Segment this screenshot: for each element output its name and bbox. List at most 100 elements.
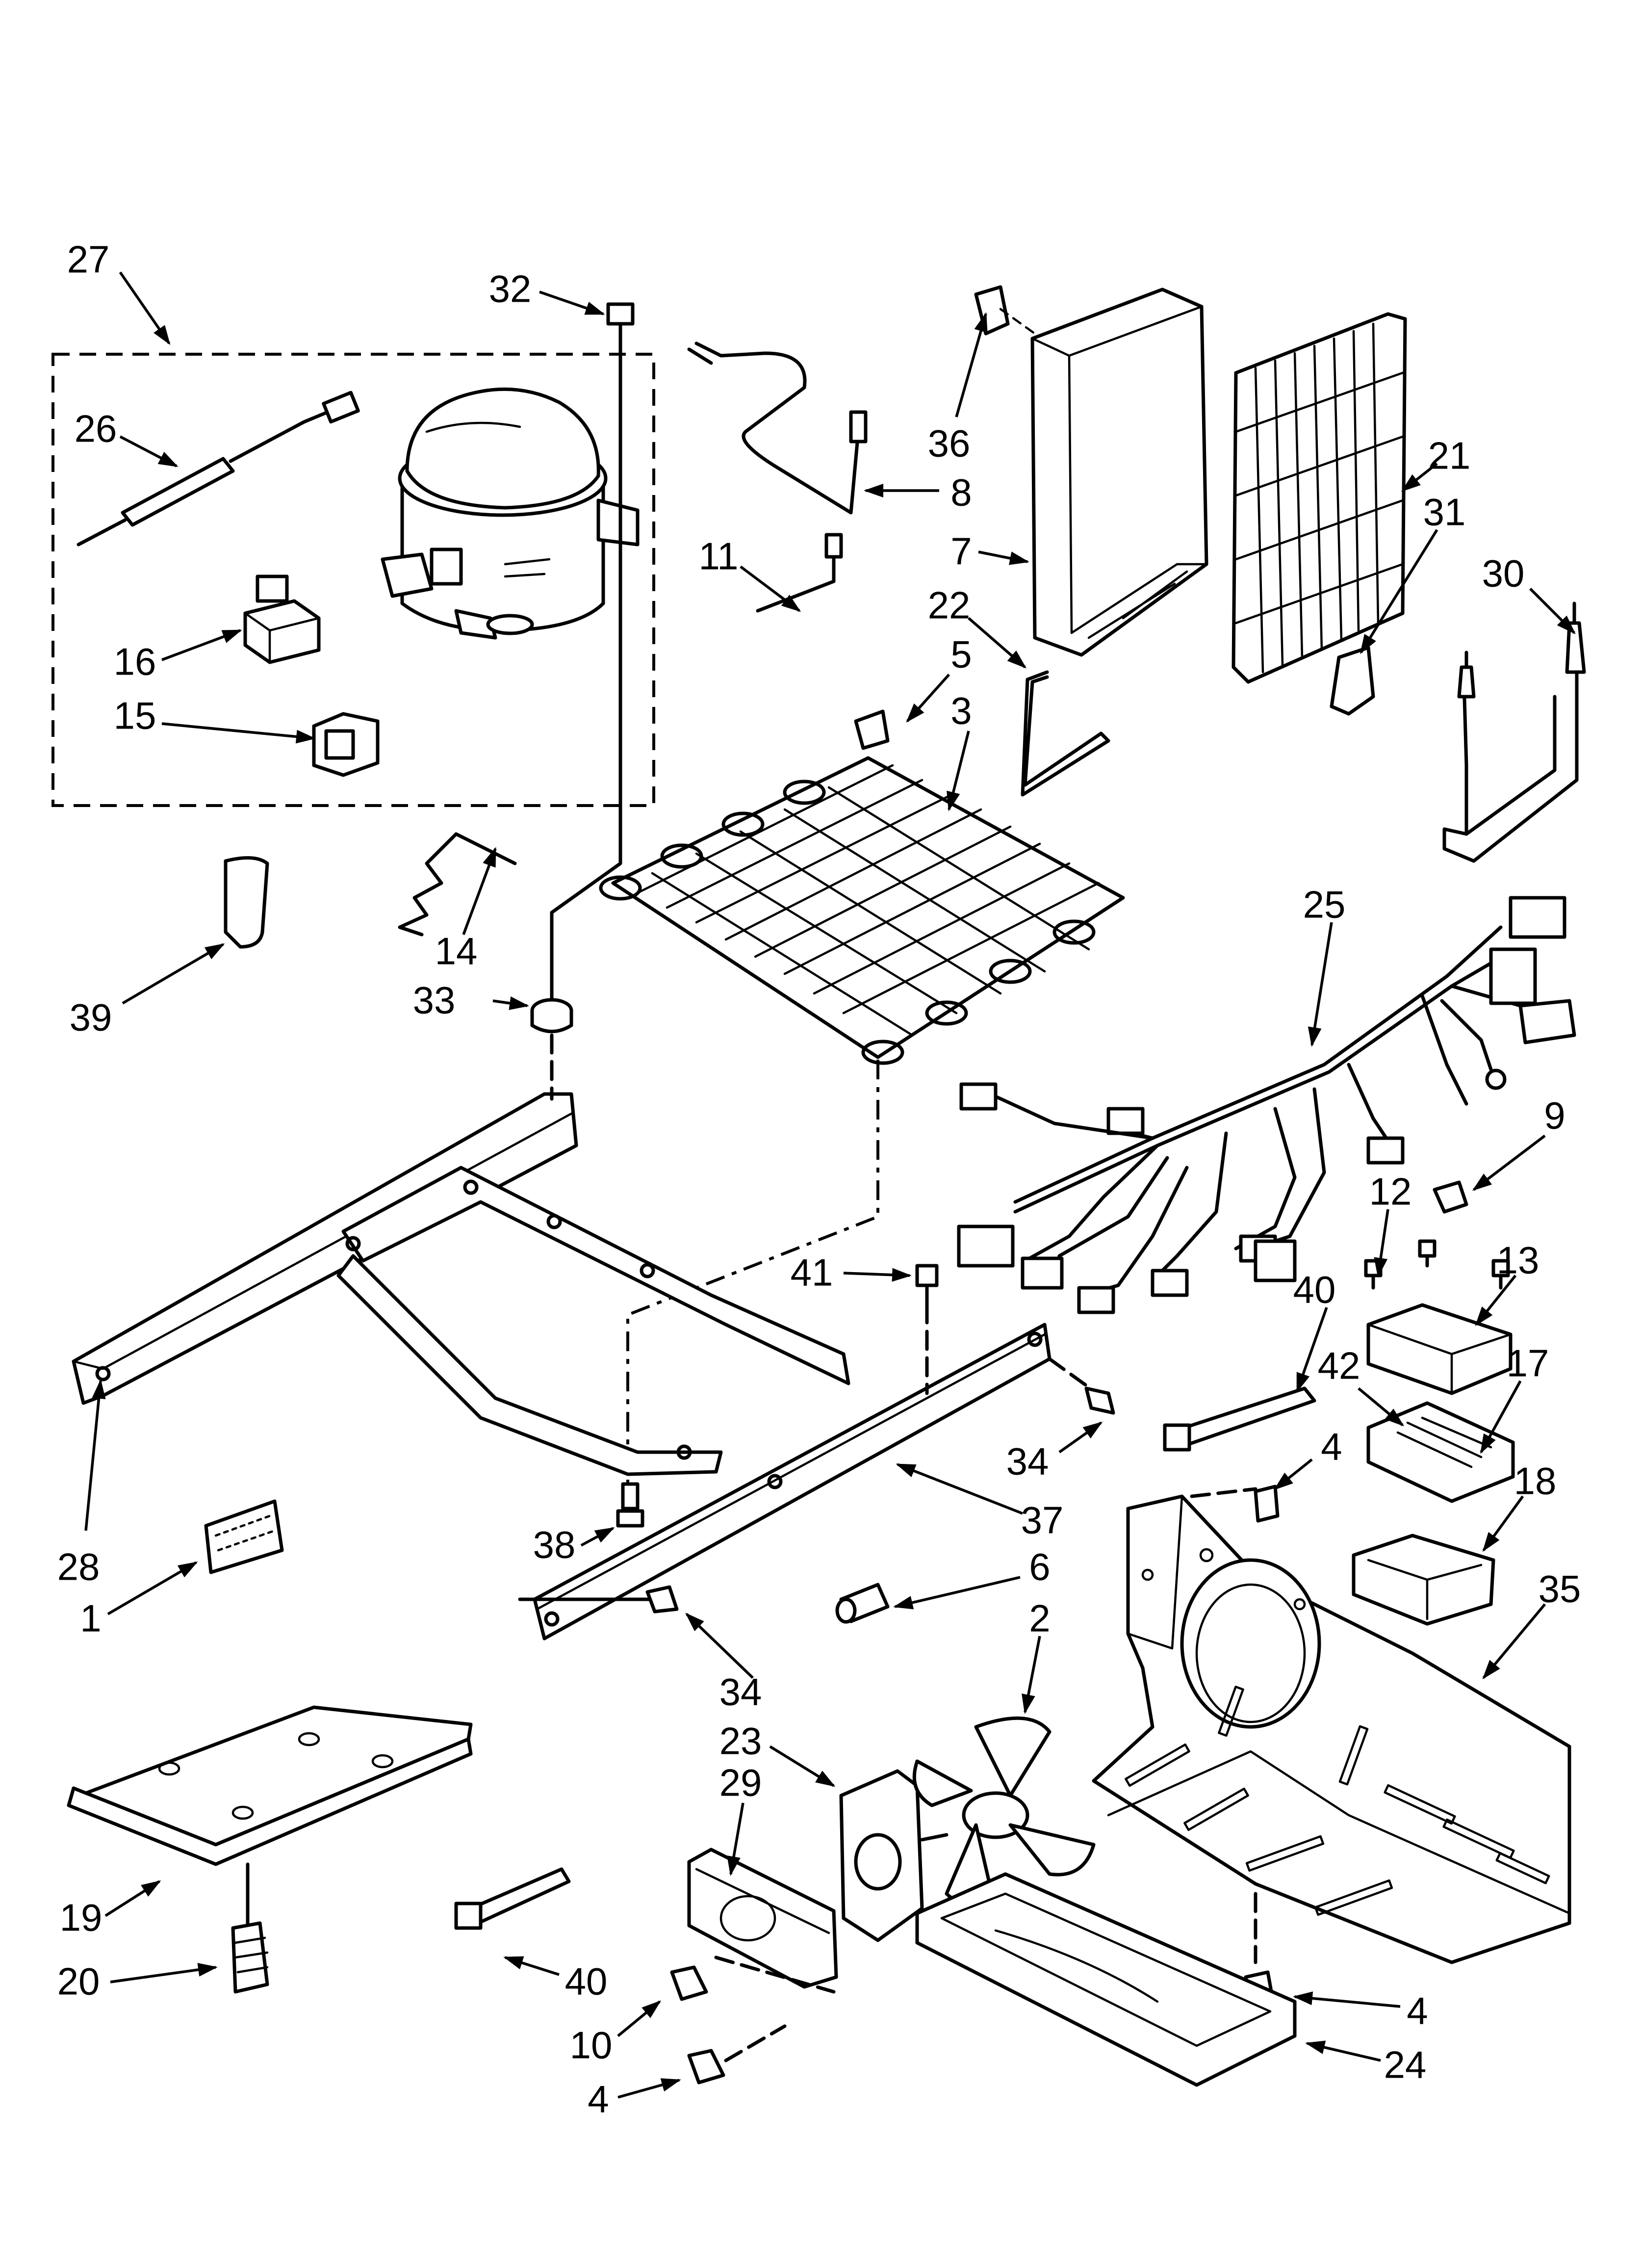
callout-arrow-c16 <box>161 629 242 661</box>
base-frame <box>72 1092 1052 1641</box>
callout-number-c10: 10 <box>570 2024 613 2067</box>
control-cover <box>1366 1303 1513 1395</box>
callout-number-c18: 18 <box>1514 1460 1557 1503</box>
compressor-wire <box>550 341 622 1003</box>
callout-number-c24: 24 <box>1384 2043 1427 2086</box>
callout-number-c40b: 40 <box>565 1960 608 2003</box>
callout-arrow-c38 <box>580 1527 615 1547</box>
callout-arrow-c19 <box>104 1880 161 1917</box>
callout-arrow-c29 <box>727 1802 744 1876</box>
bracket-31 <box>1330 646 1375 716</box>
callout-number-c35: 35 <box>1539 1567 1581 1611</box>
callout-number-c4a: 4 <box>1321 1425 1342 1468</box>
discharge-tube <box>687 341 868 515</box>
callout-arrow-c18 <box>1482 1495 1524 1552</box>
callout-arrow-c4a <box>1273 1458 1313 1490</box>
callout-number-c36: 36 <box>928 422 971 465</box>
callout-number-c3: 3 <box>950 689 972 732</box>
callout-number-c37: 37 <box>1021 1499 1064 1542</box>
callout-number-c42: 42 <box>1318 1344 1360 1387</box>
clip-9 <box>1433 1180 1468 1214</box>
callout-number-c34b: 34 <box>719 1670 762 1714</box>
callout-number-c8: 8 <box>950 471 972 514</box>
screw-32 <box>606 302 635 350</box>
callout-arrow-c20 <box>110 1963 218 1983</box>
callout-number-c20: 20 <box>57 1960 100 2003</box>
callout-arrow-c27 <box>119 271 171 345</box>
callout-arrow-c22 <box>968 617 1027 669</box>
callout-arrow-c9 <box>1472 1134 1546 1191</box>
drain-pan <box>915 1872 1297 2087</box>
callout-arrow-c40b <box>503 1956 560 1976</box>
spring-20 <box>231 1921 269 1994</box>
start-capacitor <box>312 712 380 777</box>
drain-hose <box>224 856 269 949</box>
callout-number-c41: 41 <box>791 1251 833 1294</box>
callout-arrow-c35 <box>1482 1603 1546 1680</box>
start-relay <box>243 574 321 664</box>
dash-line-34a <box>1048 1357 1096 1393</box>
callout-number-c15: 15 <box>114 694 156 737</box>
callout-number-c17: 17 <box>1507 1342 1549 1385</box>
evaporator-leader <box>626 1060 879 1511</box>
screw-34-lower <box>645 1585 679 1614</box>
callout-arrow-c12 <box>1374 1209 1389 1277</box>
callout-arrow-c37 <box>896 1463 1024 1515</box>
callout-number-c31: 31 <box>1423 491 1466 534</box>
wire-14 <box>398 832 517 937</box>
callout-number-c13: 13 <box>1497 1239 1539 1282</box>
screw-41 <box>915 1264 939 1309</box>
callout-number-c6: 6 <box>1029 1545 1050 1589</box>
callout-arrow-c24 <box>1305 2040 1381 2062</box>
callout-arrow-c2 <box>1022 1636 1041 1714</box>
compressor <box>381 387 640 640</box>
callout-arrow-c14 <box>462 847 497 935</box>
callout-number-c39: 39 <box>70 996 112 1039</box>
callout-number-c29: 29 <box>719 1761 762 1804</box>
callout-number-c12: 12 <box>1369 1170 1412 1213</box>
callout-number-c4b: 4 <box>1407 1989 1428 2033</box>
callout-number-c2: 2 <box>1029 1597 1050 1640</box>
callout-arrow-c4b <box>1293 1991 1401 2008</box>
wiring-harness <box>957 896 1576 1314</box>
callout-number-c30: 30 <box>1482 552 1525 595</box>
callout-arrow-c34a <box>1058 1421 1103 1454</box>
callout-number-c32: 32 <box>489 267 532 311</box>
callout-number-c1: 1 <box>80 1597 101 1640</box>
callout-arrow-c13 <box>1475 1275 1517 1327</box>
callout-arrow-c42 <box>1358 1387 1405 1427</box>
grommet-33 <box>530 998 573 1033</box>
callout-arrow-c28 <box>84 1379 106 1531</box>
callout-arrow-c7 <box>978 550 1029 565</box>
callout-arrow-c11 <box>740 565 801 612</box>
callout-number-c25: 25 <box>1303 883 1346 926</box>
callout-arrow-c34b <box>685 1613 754 1679</box>
callout-arrow-c15 <box>161 722 316 744</box>
fan-blade <box>912 1716 1096 1904</box>
callout-number-c16: 16 <box>114 640 156 683</box>
callout-number-c26: 26 <box>75 407 117 450</box>
callout-number-c40a: 40 <box>1293 1268 1336 1311</box>
callout-arrow-c21 <box>1401 462 1438 492</box>
callout-arrow-c31 <box>1360 529 1438 654</box>
callout-arrow-c5 <box>906 674 950 723</box>
callout-number-c5: 5 <box>950 633 972 676</box>
screw-10 <box>670 1965 708 2001</box>
compressor-kit-boundary <box>51 353 655 807</box>
tie-strap-lower <box>454 1867 571 1930</box>
callout-number-c23: 23 <box>719 1720 762 1763</box>
coupling-6 <box>835 1583 890 1624</box>
suction-tube <box>756 533 843 613</box>
callout-number-c14: 14 <box>435 930 478 973</box>
callout-number-c33: 33 <box>413 979 456 1022</box>
callout-arrow-c17 <box>1480 1380 1522 1454</box>
evaporator-coil <box>599 756 1125 1065</box>
callout-arrow-c41 <box>843 1268 912 1282</box>
callout-arrow-c32 <box>539 290 605 315</box>
callout-arrow-c36 <box>955 312 988 417</box>
fan-bracket <box>687 1848 838 1989</box>
callout-number-c19: 19 <box>60 1896 103 1939</box>
callout-number-c22: 22 <box>928 584 971 627</box>
control-tray <box>1352 1534 1495 1626</box>
